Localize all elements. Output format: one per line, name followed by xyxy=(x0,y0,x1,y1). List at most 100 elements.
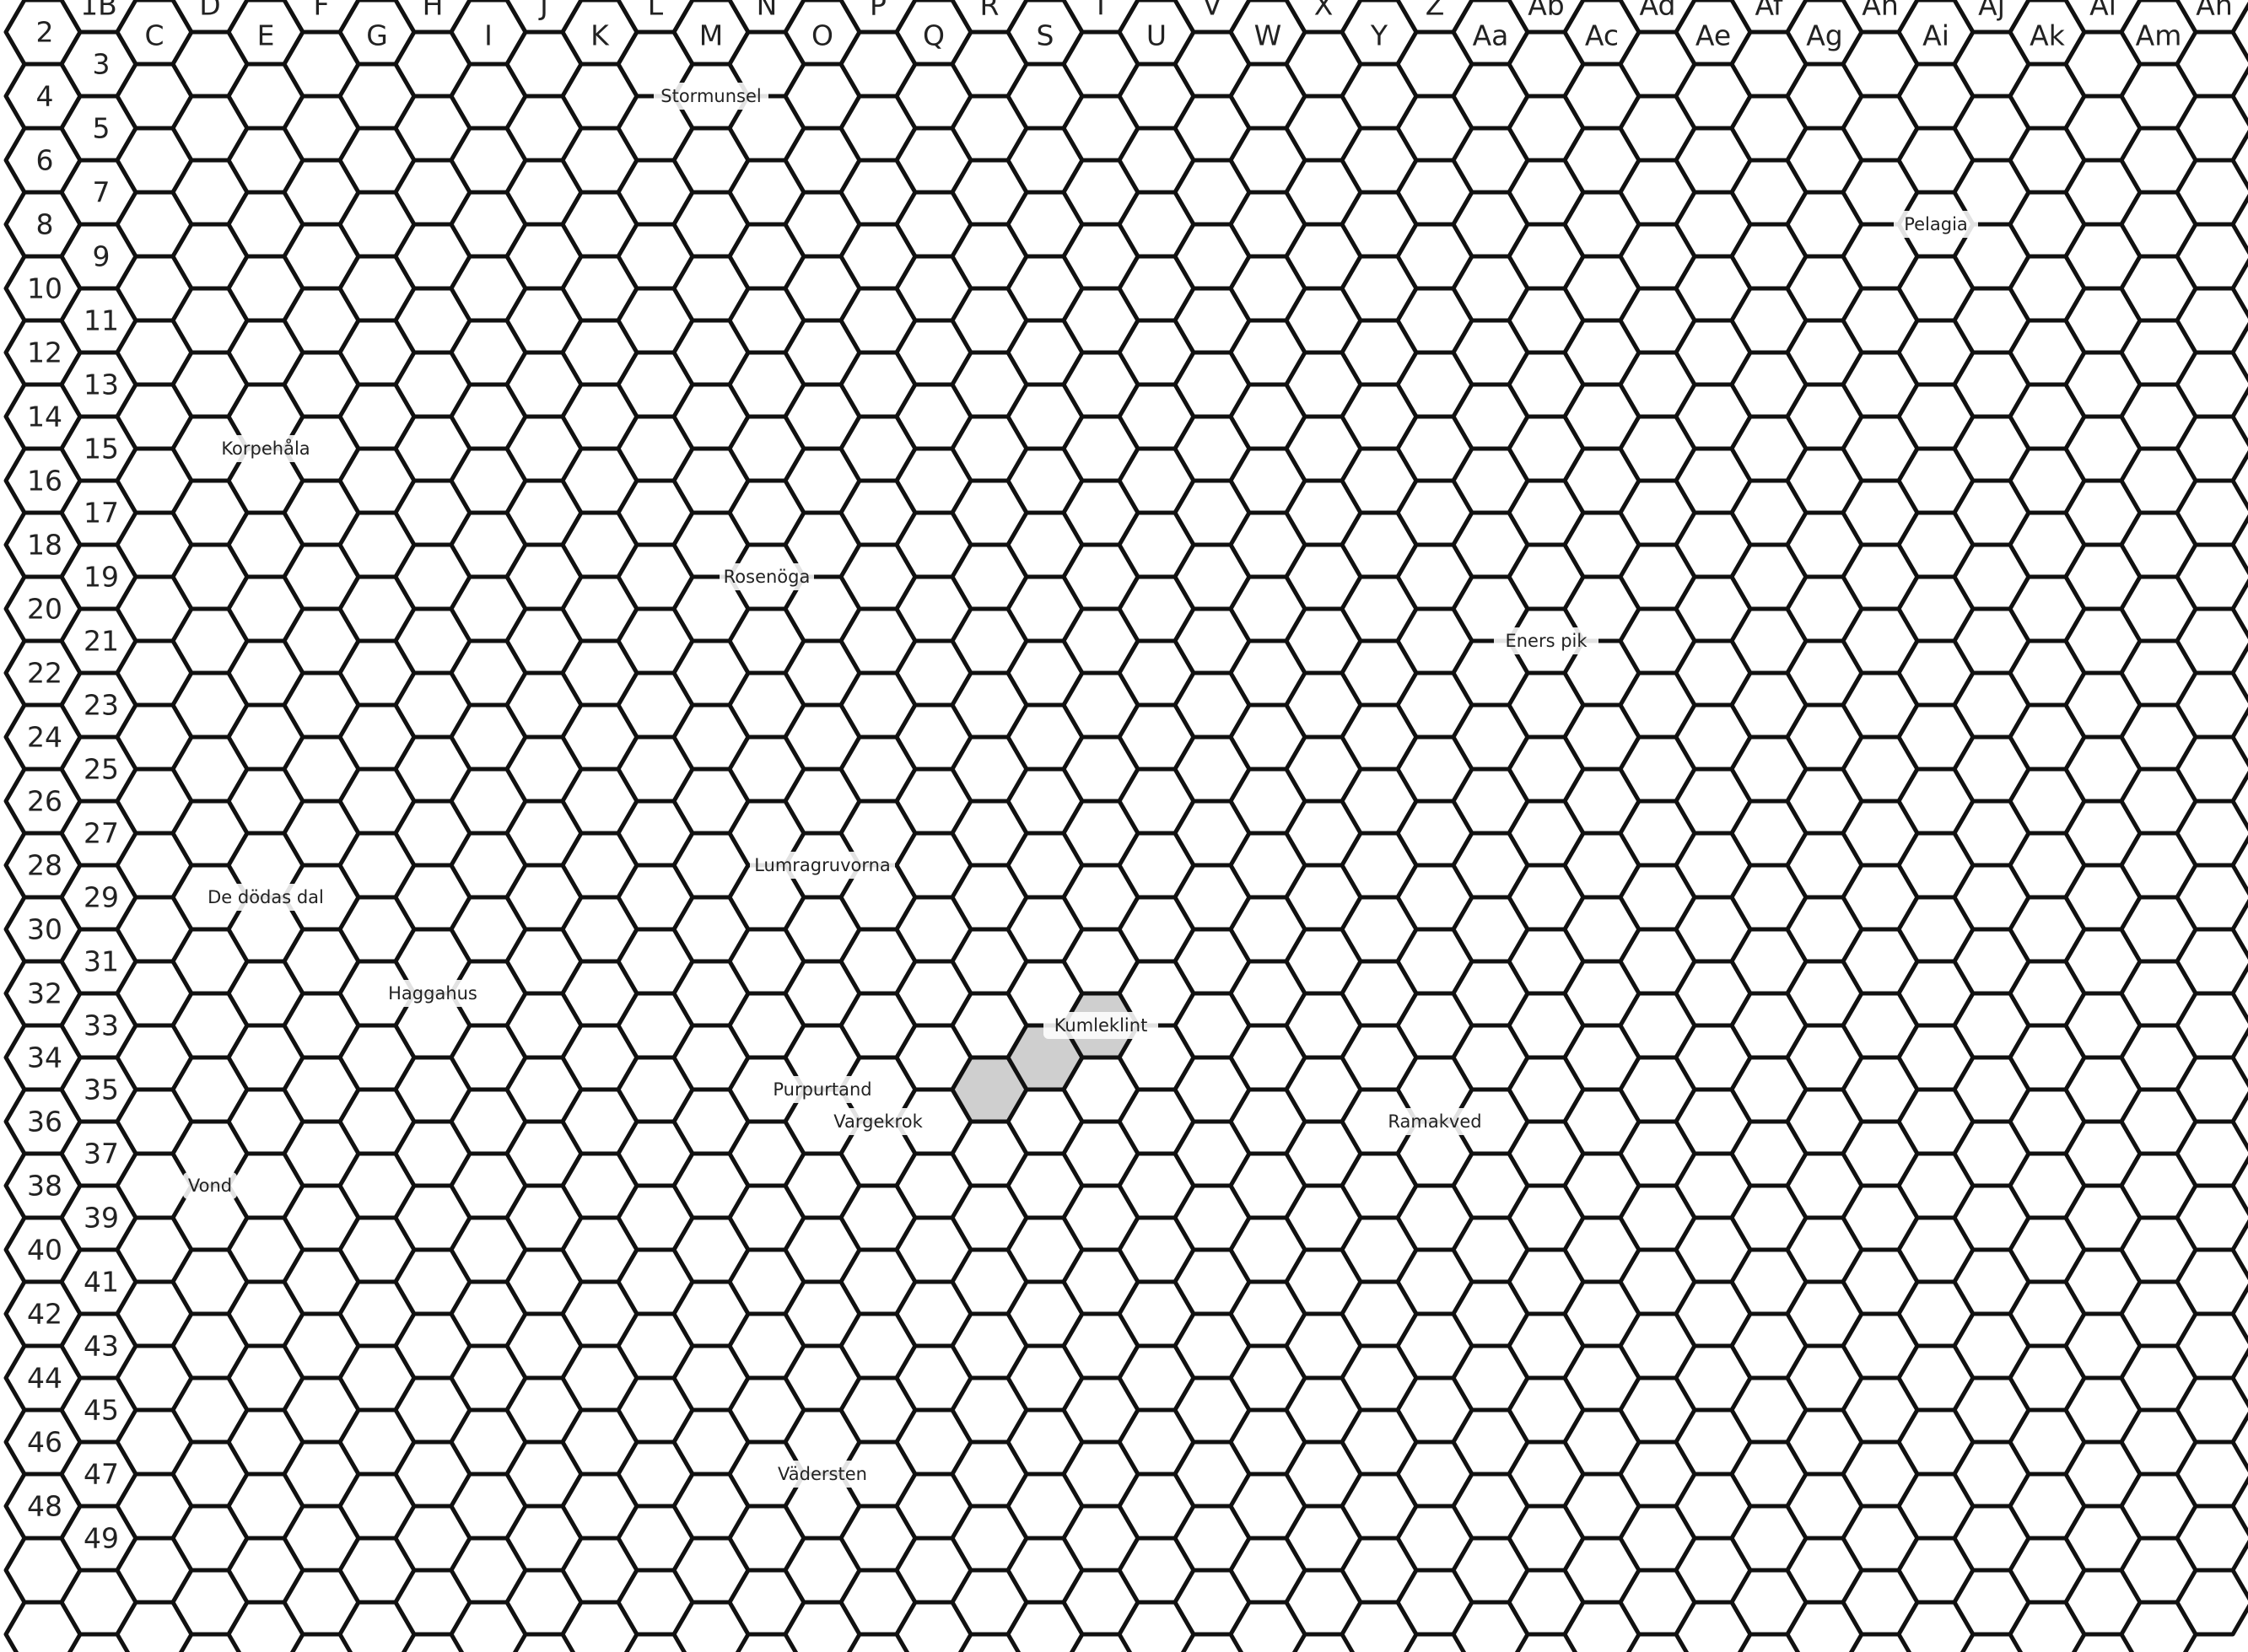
hex-An-27[interactable] xyxy=(2175,799,2248,868)
row-label-33: 33 xyxy=(84,1009,119,1042)
place-name: Korpehåla xyxy=(221,438,310,459)
place-ramakved[interactable]: Ramakved xyxy=(1388,1108,1482,1135)
hex-An-7[interactable] xyxy=(2175,158,2248,227)
hex-An-51[interactable] xyxy=(2175,1568,2248,1637)
row-label-25: 25 xyxy=(84,753,119,786)
row-label-10: 10 xyxy=(27,272,62,305)
hex-An-17[interactable] xyxy=(2175,478,2248,547)
row-label-35: 35 xyxy=(84,1074,119,1106)
place-vargekrok[interactable]: Vargekrok xyxy=(826,1108,930,1135)
place-label-background xyxy=(654,83,768,110)
row-label-20: 20 xyxy=(27,593,62,626)
column-label-Ab: Ab xyxy=(1528,0,1565,22)
column-label-S: S xyxy=(1037,19,1054,52)
hex-An-23[interactable] xyxy=(2175,670,2248,740)
row-label-26: 26 xyxy=(27,785,62,818)
place-label-background xyxy=(770,1461,875,1488)
row-label-32: 32 xyxy=(27,977,62,1010)
column-label-F: F xyxy=(314,0,330,22)
hex-An-47[interactable] xyxy=(2175,1439,2248,1509)
column-label-K: K xyxy=(590,19,610,52)
place-label-background xyxy=(213,435,318,462)
hex-An-11[interactable] xyxy=(2175,286,2248,355)
column-label-An: An xyxy=(2196,0,2233,22)
hex-An-41[interactable] xyxy=(2175,1247,2248,1316)
place-kumleklint[interactable]: Kumleklint xyxy=(1043,1012,1158,1039)
place-label-background xyxy=(750,852,895,879)
column-label-Ak: Ak xyxy=(2030,19,2066,52)
place-haggahus[interactable]: Haggahus xyxy=(385,980,480,1007)
row-label-18: 18 xyxy=(27,529,62,562)
hex-An-15[interactable] xyxy=(2175,414,2248,483)
place-vond[interactable]: Vond xyxy=(183,1172,237,1199)
hex-An-19[interactable] xyxy=(2175,542,2248,611)
place-de-d-das-dal[interactable]: De dödas dal xyxy=(198,884,333,911)
column-labels: 1BCDEFGHIJKLMNOPQRSTUVWXYZAaAbAcAdAeAfAg… xyxy=(80,0,2233,52)
hex-An-29[interactable] xyxy=(2175,863,2248,932)
row-label-39: 39 xyxy=(84,1202,119,1235)
hex-An-5[interactable] xyxy=(2175,94,2248,163)
hex-An-21[interactable] xyxy=(2175,606,2248,675)
column-label-P: P xyxy=(870,0,887,22)
column-label-Ae: Ae xyxy=(1695,19,1731,52)
column-label-X: X xyxy=(1314,0,1334,22)
row-label-4: 4 xyxy=(36,80,54,113)
place-v-dersten[interactable]: Vädersten xyxy=(770,1461,875,1488)
hex-An-45[interactable] xyxy=(2175,1375,2248,1445)
column-label-Al: Al xyxy=(2089,0,2116,22)
row-label-42: 42 xyxy=(27,1298,62,1331)
hex-An-35[interactable] xyxy=(2175,1055,2248,1124)
place-name: Stormunsel xyxy=(660,86,761,106)
column-label-Ah: Ah xyxy=(1862,0,1899,22)
hex-An-13[interactable] xyxy=(2175,350,2248,419)
place-name: Vond xyxy=(188,1176,232,1196)
row-label-14: 14 xyxy=(27,401,62,433)
hex-An-3[interactable] xyxy=(2175,30,2248,99)
column-label-1B: 1B xyxy=(80,0,117,22)
row-label-48: 48 xyxy=(27,1490,62,1523)
column-label-V: V xyxy=(1203,0,1222,22)
row-label-34: 34 xyxy=(27,1041,62,1074)
row-label-43: 43 xyxy=(84,1330,119,1363)
column-label-Q: Q xyxy=(923,19,945,52)
place-name: Lumragruvorna xyxy=(754,855,891,875)
place-label-background xyxy=(720,563,814,590)
row-label-45: 45 xyxy=(84,1394,119,1427)
row-label-37: 37 xyxy=(84,1138,119,1170)
place-stormunsel[interactable]: Stormunsel xyxy=(654,83,768,110)
hex-An-39[interactable] xyxy=(2175,1183,2248,1252)
place-pelagia[interactable]: Pelagia xyxy=(1894,211,1978,238)
hex-An-49[interactable] xyxy=(2175,1504,2248,1573)
place-label-background xyxy=(183,1172,237,1199)
place-labels: StormunselPelagiaKorpehålaRosenögaEners … xyxy=(183,83,1978,1488)
column-label-Ai: Ai xyxy=(1922,19,1949,52)
place-name: Rosenöga xyxy=(724,567,811,587)
place-purpurtand[interactable]: Purpurtand xyxy=(765,1076,880,1103)
column-label-Aa: Aa xyxy=(1473,19,1509,52)
row-label-41: 41 xyxy=(84,1266,119,1299)
place-label-background xyxy=(385,980,480,1007)
hex-An-9[interactable] xyxy=(2175,222,2248,291)
row-label-19: 19 xyxy=(84,561,119,594)
row-label-24: 24 xyxy=(27,721,62,754)
hex-An-43[interactable] xyxy=(2175,1311,2248,1380)
hex-An-37[interactable] xyxy=(2175,1119,2248,1188)
row-label-3: 3 xyxy=(93,48,111,81)
place-korpeh-la[interactable]: Korpehåla xyxy=(213,435,318,462)
row-label-38: 38 xyxy=(27,1170,62,1203)
row-label-49: 49 xyxy=(84,1522,119,1555)
place-rosen-ga[interactable]: Rosenöga xyxy=(720,563,814,590)
place-label-background xyxy=(1494,627,1598,654)
place-lumragruvorna[interactable]: Lumragruvorna xyxy=(750,852,895,879)
place-name: Haggahus xyxy=(388,983,477,1004)
place-label-background xyxy=(198,884,333,911)
hex-An-25[interactable] xyxy=(2175,735,2248,804)
column-label-R: R xyxy=(980,0,1000,22)
hex-An-33[interactable] xyxy=(2175,991,2248,1060)
column-label-J: J xyxy=(538,0,548,22)
hex-An-31[interactable] xyxy=(2175,927,2248,996)
place-eners-pik[interactable]: Eners pik xyxy=(1494,627,1598,654)
row-label-28: 28 xyxy=(27,849,62,882)
column-label-Af: Af xyxy=(1755,0,1783,22)
column-label-Aj: Aj xyxy=(1978,0,2005,22)
